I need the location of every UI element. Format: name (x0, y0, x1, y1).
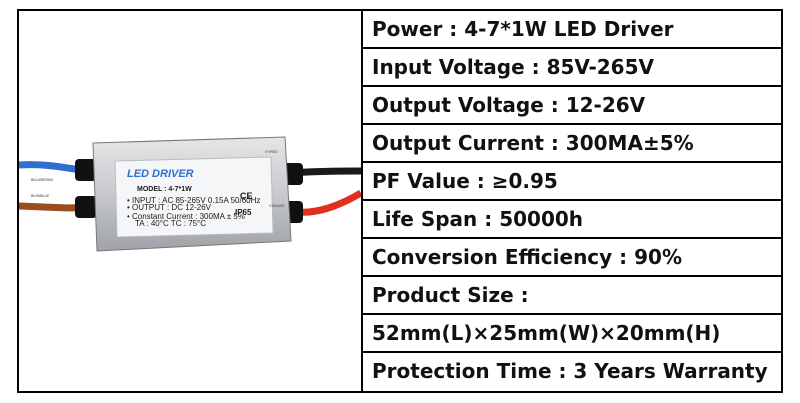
spec-conversion-efficiency: Conversion Efficiency : 90% (363, 239, 781, 277)
spec-input-voltage: Input Voltage : 85V-265V (363, 49, 781, 87)
left-bottom-grommet (75, 196, 97, 218)
spec-life-span: Life Span : 50000h (363, 201, 781, 239)
label-title: LED DRIVER (127, 168, 194, 180)
label-current: • Constant Current : 300MA ± 5% (127, 212, 245, 221)
spec-protection-time: Protection Time : 3 Years Warranty (372, 359, 768, 383)
right-wire-label-bottom: V-/BLACK (269, 204, 285, 208)
spec-pf-value: PF Value : ≥0.95 (363, 163, 781, 201)
ip-rating: IP65 (235, 208, 252, 217)
label-temp: TA : 40°C TC : 75°C (135, 219, 206, 228)
ce-mark: CE (240, 191, 253, 201)
label-input: • INPUT : AC 85-265V 0.15A 50/60Hz (127, 196, 260, 205)
spec-output-voltage: Output Voltage : 12-26V (363, 87, 781, 125)
product-photo: LED DRIVER MODEL : 4-7*1W • INPUT : AC 8… (18, 11, 363, 391)
left-wire-label-top: BK/L/BROWN (31, 178, 53, 182)
led-driver-illustration: LED DRIVER MODEL : 4-7*1W • INPUT : AC 8… (18, 136, 363, 252)
spec-list: Power : 4-7*1W LED Driver Input Voltage … (363, 11, 781, 391)
label-output: • OUTPUT : DC 12-26V (127, 203, 212, 212)
left-top-grommet (75, 159, 97, 181)
spec-product-size-label: Product Size : (363, 277, 781, 315)
spec-power: Power : 4-7*1W LED Driver (363, 11, 781, 49)
spec-sheet-frame: LED DRIVER MODEL : 4-7*1W • INPUT : AC 8… (17, 9, 783, 393)
label-model: MODEL : 4-7*1W (137, 186, 192, 193)
product-label (114, 156, 274, 238)
right-wire-label-top: V+/RED (265, 150, 278, 154)
spec-output-current: Output Current : 300MA±5% (363, 125, 781, 163)
left-wire-label-bottom: BK/N/BLUE (31, 194, 50, 198)
spec-product-size-value: 52mm(L)×25mm(W)×20mm(H) (363, 315, 781, 353)
